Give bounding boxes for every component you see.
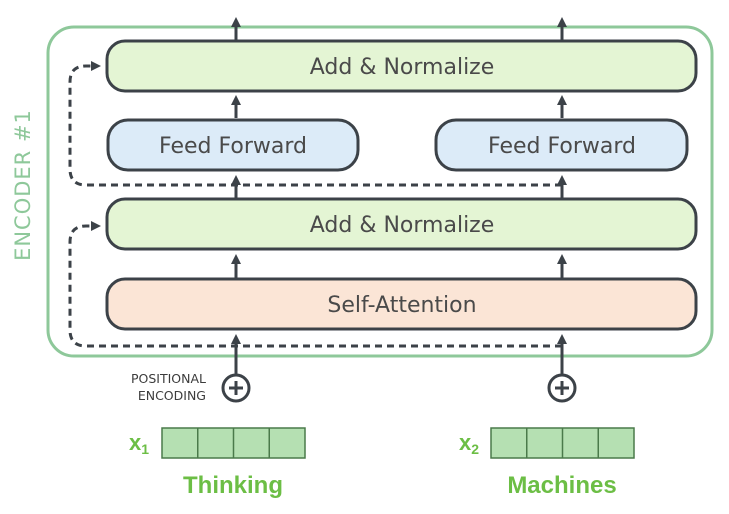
embedding-vector-2 [490,427,635,459]
positional-encoding-label-line2: ENCODING [138,388,206,403]
positional-encoding-label-line1: POSITIONAL [131,371,206,386]
self-attention [105,277,698,331]
input-symbol-1: x1 [129,430,149,457]
encoder-label: ENCODER #1 [11,109,35,261]
input-word-1: Thinking [183,472,283,499]
residual-connection-upper [68,61,562,187]
feed-forward-right [434,118,689,172]
embedding-vector-1 [161,427,306,459]
feed-forward-right-label: Feed Forward [488,134,636,159]
input-symbol-2: x2 [459,430,479,457]
residual-connection-lower [68,221,562,348]
plus-circle-icon [547,373,577,403]
self-attention-label: Self-Attention [327,293,476,318]
add-normalize-bottom-label: Add & Normalize [310,213,495,238]
input-word-2: Machines [507,472,616,499]
add-normalize-top-label: Add & Normalize [310,55,495,80]
add-normalize-bottom [105,197,698,251]
plus-circle-icon [221,373,251,403]
encoder-frame [46,25,714,358]
feed-forward-left-label: Feed Forward [159,134,307,159]
add-normalize-top [105,39,698,93]
feed-forward-left [106,118,360,172]
